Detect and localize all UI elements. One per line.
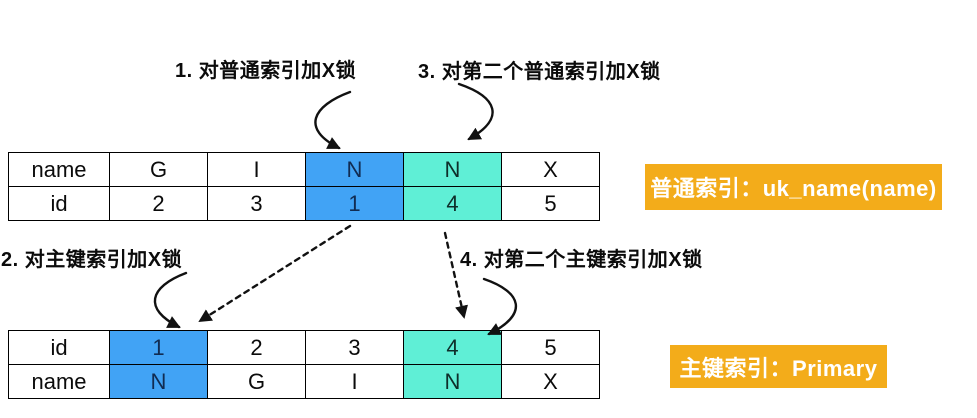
table-cell-locked-cyan: 4 <box>403 186 502 221</box>
curved-arrow-step4-icon <box>482 277 518 336</box>
table-cell: X <box>501 364 600 399</box>
step3-label: 3. 对第二个普通索引加X锁 <box>418 61 661 83</box>
table-cell-locked-cyan: 4 <box>403 330 502 365</box>
table-cell: 5 <box>501 186 600 221</box>
table-cell: 5 <box>501 330 600 365</box>
table-cell-locked-blue: 1 <box>305 186 404 221</box>
row-header: name <box>8 364 110 399</box>
table-cell-locked-blue: 1 <box>109 330 208 365</box>
table-cell-locked-cyan: N <box>403 364 502 399</box>
table-cell: 2 <box>207 330 306 365</box>
table-cell-locked-cyan: N <box>403 152 502 187</box>
row-header: name <box>8 152 110 187</box>
table-row: id 2 3 1 4 5 <box>8 186 600 221</box>
table-cell-locked-blue: N <box>109 364 208 399</box>
curved-arrow-step1-icon <box>314 90 352 150</box>
table-cell: X <box>501 152 600 187</box>
step4-label: 4. 对第二个主键索引加X锁 <box>460 249 703 271</box>
table-cell: G <box>109 152 208 187</box>
curved-arrow-step3-icon <box>457 82 494 141</box>
primary-index-table: id 1 2 3 4 5 name N G I N X <box>8 330 600 399</box>
secondary-index-table: name G I N N X id 2 3 1 4 5 <box>8 152 600 221</box>
table-cell-locked-blue: N <box>305 152 404 187</box>
table-cell: 2 <box>109 186 208 221</box>
table-cell: G <box>207 364 306 399</box>
table-cell: I <box>207 152 306 187</box>
table-cell: 3 <box>207 186 306 221</box>
dashed-arrow-blue-link-icon <box>198 224 352 323</box>
curved-arrow-step2-icon <box>153 271 188 329</box>
step1-label: 1. 对普通索引加X锁 <box>175 60 357 82</box>
secondary-index-badge: 普通索引：uk_name(name) <box>645 164 942 210</box>
table-row: name N G I N X <box>8 364 600 399</box>
step2-label: 2. 对主键索引加X锁 <box>1 249 183 271</box>
row-header: id <box>8 330 110 365</box>
primary-index-badge: 主键索引：Primary <box>670 345 887 388</box>
table-cell: I <box>305 364 404 399</box>
row-header: id <box>8 186 110 221</box>
table-cell: 3 <box>305 330 404 365</box>
table-row: name G I N N X <box>8 152 600 187</box>
table-row: id 1 2 3 4 5 <box>8 330 600 365</box>
